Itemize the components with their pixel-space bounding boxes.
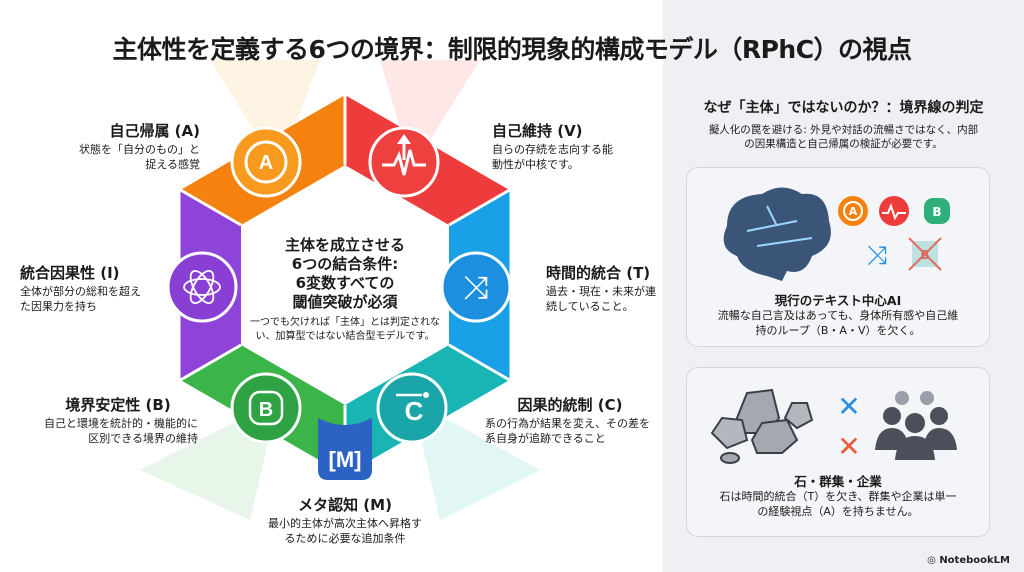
svg-text:B: B — [259, 399, 273, 421]
crowd-icon — [875, 391, 957, 460]
card-desc: 流暢な自己言及はあっても、身体所有感や自己維持のループ（B・A・V）を欠く。 — [717, 309, 959, 337]
svg-text:A: A — [849, 205, 858, 218]
badge-A-icon: A — [838, 196, 868, 226]
M-bracket-icon: [M] — [318, 418, 372, 480]
label-title: 境界安定性 (B) — [65, 396, 171, 414]
notebooklm-logo: ◎ NotebookLM — [927, 555, 1010, 566]
svg-text:A: A — [259, 152, 273, 174]
label-desc: 過去・現在・未来が連続していること。 — [546, 285, 656, 313]
center-heading-line: 主体を成立させる — [284, 236, 405, 254]
label-title: 自己帰属 (A) — [109, 122, 200, 140]
label-A: 自己帰属 (A) 状態を「自分のもの」と捉える感覚 — [70, 124, 200, 172]
label-desc: 全体が部分の総和を超えた因果力を持ち — [20, 285, 141, 313]
card-title: 現行のテキスト中心AI — [774, 293, 902, 308]
label-title: 因果的統制 (C) — [517, 396, 623, 414]
badge-V-icon — [879, 196, 909, 226]
label-B: 境界安定性 (B) 自己と環境を統計的・機能的に区別できる境界の維持 — [38, 398, 198, 446]
pulse-arrow-icon — [368, 126, 440, 198]
label-title: 自己維持 (V) — [492, 122, 583, 140]
svg-text:⤨: ⤨ — [463, 268, 489, 306]
svg-text:B: B — [932, 205, 941, 219]
B-blob-icon: B — [230, 372, 302, 444]
right-heading: なぜ「主体」ではないのか？：境界線の判定 — [703, 100, 984, 116]
center-body: 一つでも欠ければ「主体」とは判定されない、加算型ではない結合型モデルです。 — [250, 317, 440, 342]
label-desc: 自らの存続を志向する能動性が中核です。 — [492, 143, 613, 171]
svg-text:[M]: [M] — [329, 447, 362, 472]
crossed-B-icon: B — [908, 237, 942, 271]
label-M: メタ認知 (M) 最小的主体が高次主体へ昇格するために必要な追加条件 — [265, 498, 425, 546]
badge-B-icon: B — [924, 198, 950, 224]
label-T: 時間的統合 (T) 過去・現在・未来が連続していること。 — [546, 266, 656, 314]
label-desc: 系の行為が結果を変え、その差を系自身が追跡できること — [485, 417, 650, 445]
hexagon-diagram: A ⤨ C B [M] — [140, 60, 540, 520]
center-heading-line: 閾値突破が必須 — [292, 293, 398, 311]
svg-text:B: B — [920, 248, 929, 262]
hand-loop-icon: C — [376, 372, 448, 444]
notebooklm-icon: ◎ — [927, 555, 940, 566]
card-text-ai: A B ⤨ B 現行のテキスト中心AI 流暢な自己言及はあっても、身体所有感や自… — [686, 167, 990, 347]
crossed-T-icon: ✕ — [837, 390, 860, 423]
card-title: 石・群集・企業 — [794, 474, 882, 489]
icon-A: A — [230, 126, 302, 198]
label-V: 自己維持 (V) 自らの存続を志向する能動性が中核です。 — [492, 124, 617, 172]
stones-icon — [710, 388, 814, 464]
label-desc: 自己と環境を統計的・機能的に区別できる境界の維持 — [44, 417, 198, 445]
label-desc: 状態を「自分のもの」と捉える感覚 — [79, 143, 200, 171]
card-icons: ✕ ✕ — [710, 388, 957, 464]
swirl-icon — [166, 251, 238, 323]
shuffle-arrows-icon: ⤨ — [440, 251, 512, 323]
label-title: 統合因果性 (I) — [20, 264, 120, 282]
label-I: 統合因果性 (I) 全体が部分の総和を超えた因果力を持ち — [20, 266, 145, 314]
label-title: メタ認知 (M) — [298, 496, 392, 514]
page-title: 主体性を定義する6つの境界：制限的現象的構成モデル（RPhC）の視点 — [112, 35, 912, 64]
card-desc: 石は時間的統合（T）を欠き、群集や企業は単一の経験視点（A）を持ちません。 — [719, 490, 957, 518]
label-C: 因果的統制 (C) 系の行為が結果を変え、その差を系自身が追跡できること — [485, 398, 655, 446]
right-header: なぜ「主体」ではないのか？：境界線の判定 擬人化の罠を避ける: 外見や対話の流暢… — [663, 97, 1024, 151]
footer-label: NotebookLM — [939, 555, 1010, 566]
label-desc: 最小的主体が高次主体へ昇格するために必要な追加条件 — [268, 517, 422, 545]
brain-icon — [723, 187, 831, 281]
center-heading-line: 6つの結合条件: — [291, 255, 399, 273]
label-title: 時間的統合 (T) — [546, 264, 651, 282]
crossed-A-icon: ✕ — [837, 430, 860, 463]
card-icons: A B ⤨ B — [723, 187, 950, 281]
center-heading-line: 6変数すべての — [295, 274, 395, 292]
svg-text:C: C — [405, 396, 424, 426]
badge-T-icon: ⤨ — [867, 241, 888, 271]
right-intro: 擬人化の罠を避ける: 外見や対話の流暢さではなく、内部の因果構造と自己帰属の検証… — [708, 124, 979, 150]
card-stone-crowd-company: ✕ ✕ 石・群集・企業 石は時間的統合（T）を欠き、群集や企業は単一の経験視点（… — [686, 367, 990, 537]
